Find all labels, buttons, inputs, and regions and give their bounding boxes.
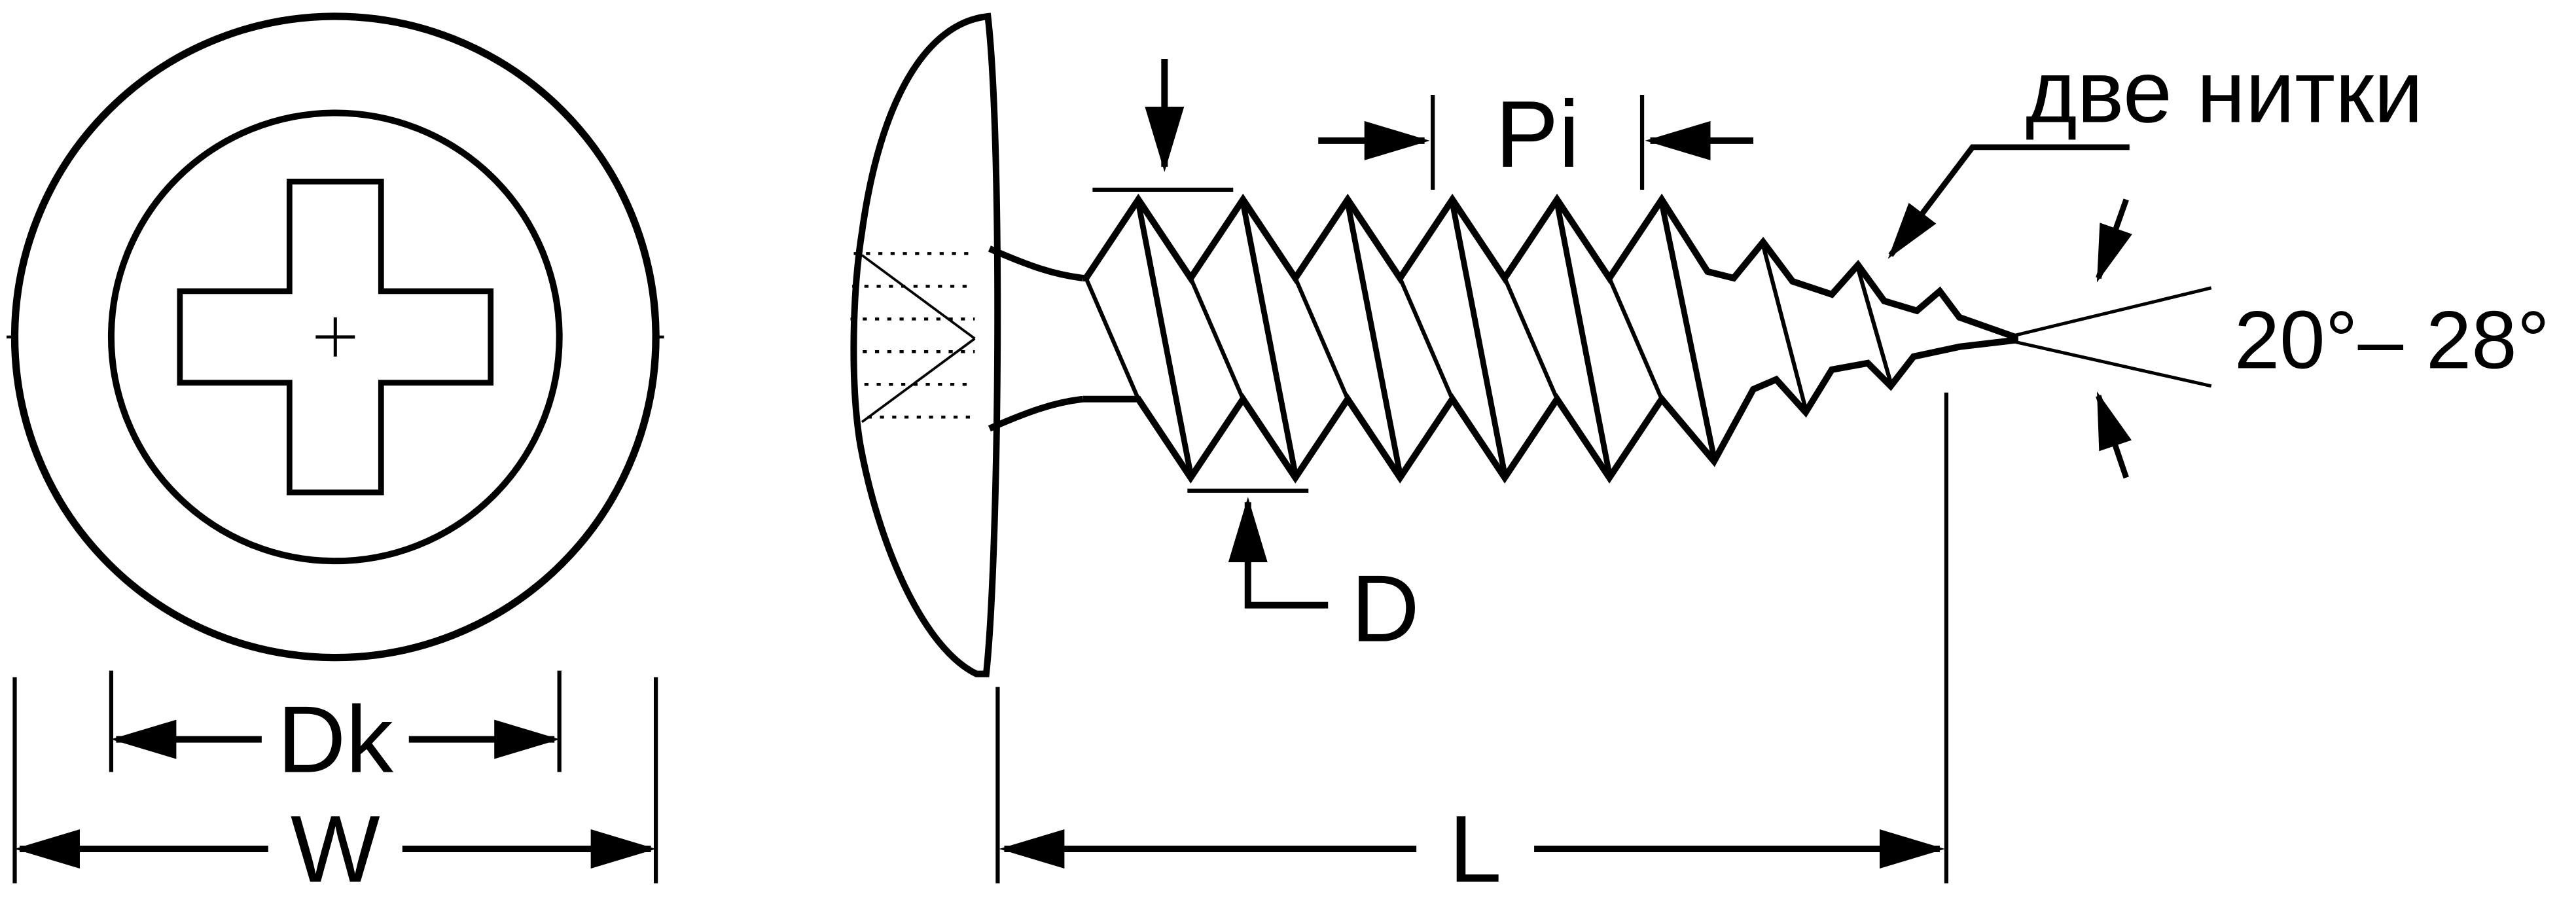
annotations: Pi две нитки 20°– 28° D L: [995, 42, 2550, 898]
thread-flank-lines: [1136, 202, 1717, 475]
head-hatching: [850, 252, 975, 419]
screw-side-view: [850, 12, 2018, 677]
two-threads-leader-arrow: [1887, 144, 2130, 259]
dimension-d-bottom: [1187, 488, 1329, 609]
neck-top: [988, 245, 1083, 281]
label-thread-pitch: Pi: [1495, 81, 1580, 187]
head-profile: [850, 12, 1001, 677]
dimension-pitch: [1318, 94, 1753, 190]
dimension-d-top-arrow: [1092, 58, 1234, 192]
screw-front-view: Dk W: [6, 12, 664, 898]
dimension-length: [995, 392, 1948, 884]
label-flange-width: W: [291, 796, 380, 898]
point-angle-lines: [2014, 198, 2212, 479]
label-screw-length: L: [1449, 796, 1502, 898]
head-inner-circle: [107, 109, 563, 565]
thread-root-lines: [1084, 245, 1893, 410]
label-head-diameter: Dk: [277, 687, 394, 793]
dimension-dk: [109, 670, 562, 772]
threaded-body: [1082, 193, 2018, 484]
recess-cone-lines: [861, 254, 976, 423]
dimension-w: [12, 677, 658, 884]
label-point-angle: 20°– 28°: [2234, 295, 2550, 386]
label-thread-diameter: D: [1351, 556, 1420, 662]
label-two-threads: две нитки: [2026, 42, 2424, 141]
neck-bottom: [988, 395, 1083, 432]
center-mark-icon: [315, 317, 355, 357]
